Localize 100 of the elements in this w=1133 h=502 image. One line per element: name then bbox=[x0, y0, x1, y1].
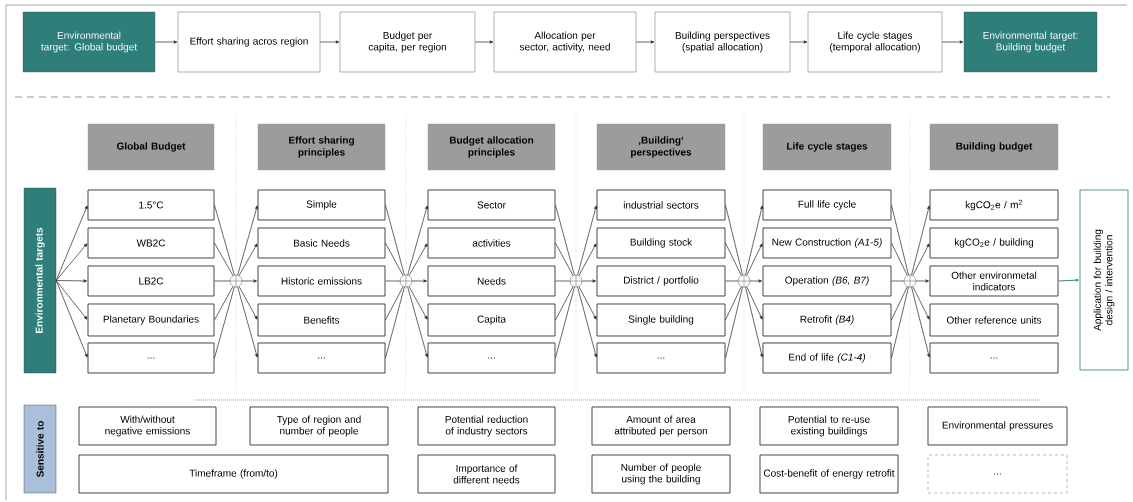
arrow bbox=[238, 286, 258, 320]
arrow bbox=[915, 279, 929, 283]
connector-line bbox=[214, 286, 235, 359]
arrow bbox=[55, 243, 88, 281]
process-box: Building perspectives (spatial allocation) bbox=[654, 11, 791, 73]
junction-symbol bbox=[737, 274, 751, 288]
option-box: Full life cycle bbox=[762, 189, 892, 221]
option-box: industrial sectors bbox=[596, 189, 726, 221]
arrow bbox=[577, 205, 598, 276]
application-box: Application for building design / intervention bbox=[1079, 189, 1129, 371]
connector-line bbox=[555, 280, 571, 282]
arrow bbox=[746, 243, 763, 276]
junction-symbol bbox=[903, 274, 917, 288]
arrow bbox=[912, 286, 930, 320]
connector-line bbox=[891, 280, 905, 282]
connector-line bbox=[214, 286, 234, 321]
arrow bbox=[55, 280, 88, 358]
arrow bbox=[241, 279, 257, 283]
option-box: Sector bbox=[427, 189, 556, 221]
arrow bbox=[941, 40, 964, 44]
option-box: Capita bbox=[427, 303, 556, 337]
column-header: Building budget bbox=[929, 123, 1059, 171]
option-box: Single building bbox=[596, 303, 726, 337]
arrow bbox=[407, 286, 428, 358]
arrow bbox=[154, 40, 178, 44]
column-header: Budget allocation principles bbox=[427, 123, 556, 171]
connector-line bbox=[725, 280, 739, 282]
option-box: Potential to re-use existing buildings bbox=[759, 406, 899, 446]
option-box: Type of region and number of people bbox=[249, 406, 389, 446]
option-box: kgCO$_{2}$e / m$^{2}$ bbox=[929, 189, 1059, 221]
process-box: Budget per capita, per region bbox=[339, 11, 476, 73]
option-box: activities bbox=[427, 227, 556, 259]
option-box: kgCO$_{2}$e / building bbox=[929, 227, 1059, 259]
option-box: Other environmetal indicators bbox=[929, 265, 1059, 297]
arrow bbox=[578, 286, 597, 320]
option-box: ... bbox=[257, 342, 386, 374]
option-box: Needs bbox=[427, 265, 556, 297]
junction-symbol bbox=[229, 274, 243, 288]
junction-symbol bbox=[569, 274, 583, 288]
connector-line bbox=[214, 242, 234, 276]
connector-line bbox=[385, 286, 404, 321]
option-box: Planetary Boundaries bbox=[87, 303, 215, 337]
connector-line bbox=[555, 242, 574, 276]
connector-line bbox=[385, 286, 405, 359]
arrow bbox=[55, 205, 88, 281]
arrow bbox=[746, 286, 763, 320]
arrow bbox=[238, 243, 258, 276]
connector-line bbox=[891, 204, 909, 276]
option-box: Timeframe (from/to) bbox=[78, 454, 389, 494]
arrow bbox=[912, 243, 930, 276]
arrow bbox=[474, 40, 494, 44]
side-label-box: Sensitive to bbox=[23, 404, 57, 494]
connector-line bbox=[891, 242, 908, 276]
option-box: LB2C bbox=[87, 265, 215, 297]
option-box: Operation (B6, B7) bbox=[762, 265, 892, 297]
arrow bbox=[237, 205, 258, 276]
junction-symbol bbox=[399, 274, 413, 288]
option-box: ... bbox=[87, 342, 215, 374]
option-box: New Construction (A1-5) bbox=[762, 227, 892, 259]
connector-line bbox=[214, 204, 235, 276]
process-box: Life cycle stages (temporal allocation) bbox=[807, 11, 943, 73]
option-box: Environmental pressures bbox=[927, 406, 1068, 446]
connector-line bbox=[891, 286, 909, 359]
target-box: Environmental target: Building budget bbox=[963, 11, 1098, 73]
option-box: Importance of different needs bbox=[417, 454, 556, 494]
option-box: ... bbox=[596, 342, 726, 374]
option-box: Building stock bbox=[596, 227, 726, 259]
placeholder-box: ... bbox=[927, 454, 1068, 494]
option-box: Number of people using the building bbox=[591, 454, 731, 494]
process-box: Effort sharing acros region bbox=[177, 11, 321, 73]
connector-line bbox=[725, 286, 742, 321]
arrow bbox=[237, 286, 258, 358]
option-box: Other reference units bbox=[929, 303, 1059, 337]
process-box: Allocation per sector, activity, need bbox=[493, 11, 637, 73]
column-header: Global Budget bbox=[87, 123, 215, 171]
connector-line bbox=[385, 242, 404, 276]
connector-line bbox=[725, 204, 743, 276]
arrow bbox=[749, 279, 762, 283]
option-box: ... bbox=[929, 342, 1059, 374]
option-box: With/without negative emissions bbox=[78, 406, 217, 446]
arrow bbox=[911, 286, 931, 358]
arrow bbox=[911, 205, 931, 276]
connector-line bbox=[891, 286, 908, 321]
arrow bbox=[789, 40, 808, 44]
connector-line bbox=[385, 204, 405, 276]
arrow bbox=[411, 279, 427, 283]
option-box: Amount of area attributed per person bbox=[591, 406, 731, 446]
connector-line bbox=[555, 204, 575, 276]
arrow bbox=[581, 279, 596, 283]
connector-line bbox=[555, 286, 575, 359]
arrow bbox=[577, 286, 598, 358]
option-box: Cost-benefit of energy retrofit bbox=[759, 454, 899, 494]
option-box: Potential reduction of industry sectors bbox=[417, 406, 556, 446]
option-box: WB2C bbox=[87, 227, 215, 259]
arrow bbox=[745, 205, 764, 276]
arrow bbox=[407, 205, 428, 276]
option-box: End of life (C1-4) bbox=[762, 342, 892, 374]
connector-line bbox=[555, 286, 574, 321]
option-box: Simple bbox=[257, 189, 386, 221]
arrow bbox=[578, 243, 597, 276]
